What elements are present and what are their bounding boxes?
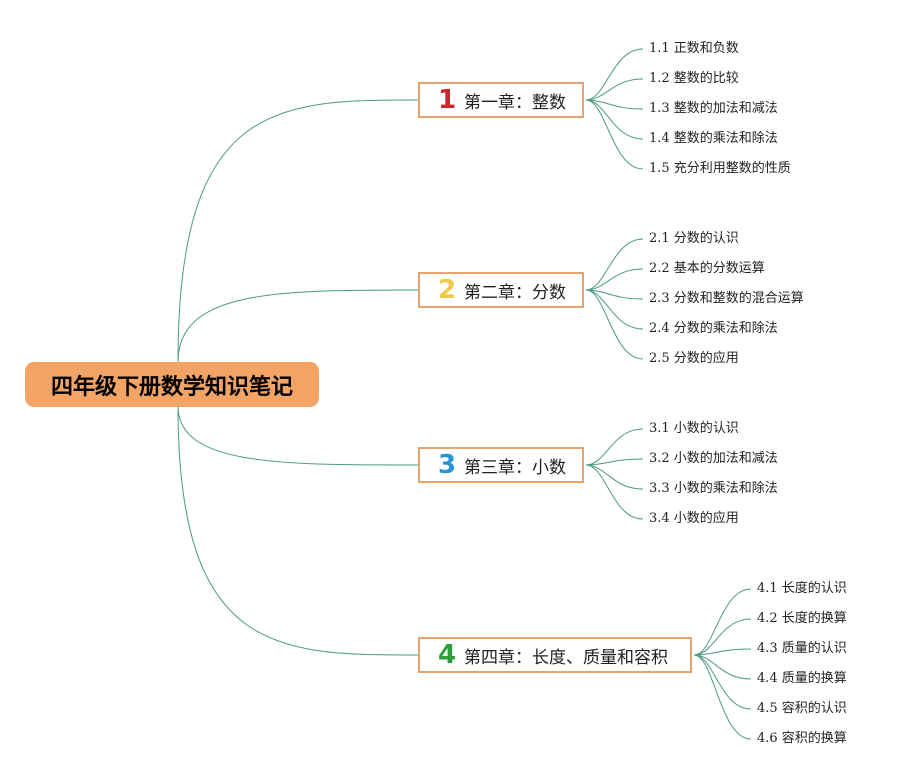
topic-item[interactable]: 1.2 整数的比较 <box>649 71 739 86</box>
root-node-title[interactable]: 四年级下册数学知识笔记 <box>25 362 319 407</box>
topic-item[interactable]: 4.5 容积的认识 <box>757 701 847 716</box>
chapter-to-topic-link <box>585 48 644 101</box>
chapter-to-topic-link <box>585 428 644 466</box>
root-to-chapter-link <box>177 99 419 363</box>
chapter-to-topic-link <box>585 464 644 520</box>
chapter-node-3[interactable]: 3 第三章：小数 <box>418 447 584 483</box>
chapter-to-topic-link <box>585 238 644 291</box>
chapter-node-4[interactable]: 4 第四章：长度、质量和容积 <box>418 637 692 673</box>
chapter-to-topic-link <box>693 654 752 710</box>
topic-item[interactable]: 2.4 分数的乘法和除法 <box>649 321 778 336</box>
root-to-chapter-link <box>177 289 419 363</box>
chapter-to-topic-link <box>693 618 752 656</box>
chapter-label: 第一章：整数 <box>464 92 566 113</box>
topic-item[interactable]: 3.1 小数的认识 <box>649 421 739 436</box>
chapter-to-topic-link <box>585 99 644 170</box>
chapter-to-topic-link <box>585 78 644 101</box>
chapter-number-badge: 4 <box>437 640 457 670</box>
chapter-label: 第二章：分数 <box>464 282 566 303</box>
topic-item[interactable]: 2.1 分数的认识 <box>649 231 739 246</box>
topic-item[interactable]: 2.5 分数的应用 <box>649 351 739 366</box>
topic-item[interactable]: 4.2 长度的换算 <box>757 611 847 626</box>
root-to-chapter-link <box>177 405 419 466</box>
chapter-to-topic-link <box>585 464 644 490</box>
chapter-to-topic-link <box>585 289 644 330</box>
chapter-to-topic-link <box>585 289 644 360</box>
chapter-node-2[interactable]: 2 第二章：分数 <box>418 272 584 308</box>
topic-item[interactable]: 4.3 质量的认识 <box>757 641 847 656</box>
topic-item[interactable]: 2.3 分数和整数的混合运算 <box>649 291 804 306</box>
chapter-to-topic-link <box>693 648 752 656</box>
topic-item[interactable]: 4.1 长度的认识 <box>757 581 847 596</box>
chapter-label: 第四章：长度、质量和容积 <box>464 647 668 668</box>
topic-item[interactable]: 1.4 整数的乘法和除法 <box>649 131 778 146</box>
chapter-to-topic-link <box>585 268 644 291</box>
topic-item[interactable]: 3.3 小数的乘法和除法 <box>649 481 778 496</box>
topic-item[interactable]: 4.4 质量的换算 <box>757 671 847 686</box>
topic-item[interactable]: 1.5 充分利用整数的性质 <box>649 161 791 176</box>
chapter-to-topic-link <box>693 654 752 680</box>
chapter-to-topic-link <box>693 588 752 656</box>
chapter-number-badge: 3 <box>437 450 457 480</box>
topic-item[interactable]: 3.2 小数的加法和减法 <box>649 451 778 466</box>
topic-item[interactable]: 4.6 容积的换算 <box>757 731 847 746</box>
topic-item[interactable]: 2.2 基本的分数运算 <box>649 261 765 276</box>
chapter-to-topic-link <box>585 99 644 140</box>
topic-item[interactable]: 1.3 整数的加法和减法 <box>649 101 778 116</box>
chapter-label: 第三章：小数 <box>464 457 566 478</box>
chapter-node-1[interactable]: 1 第一章：整数 <box>418 82 584 118</box>
topic-item[interactable]: 3.4 小数的应用 <box>649 511 739 526</box>
chapter-number-badge: 1 <box>437 85 457 115</box>
topic-item[interactable]: 1.1 正数和负数 <box>649 41 739 56</box>
root-to-chapter-link <box>177 405 419 656</box>
chapter-to-topic-link <box>693 654 752 740</box>
chapter-to-topic-link <box>585 458 644 466</box>
chapter-number-badge: 2 <box>437 275 457 305</box>
